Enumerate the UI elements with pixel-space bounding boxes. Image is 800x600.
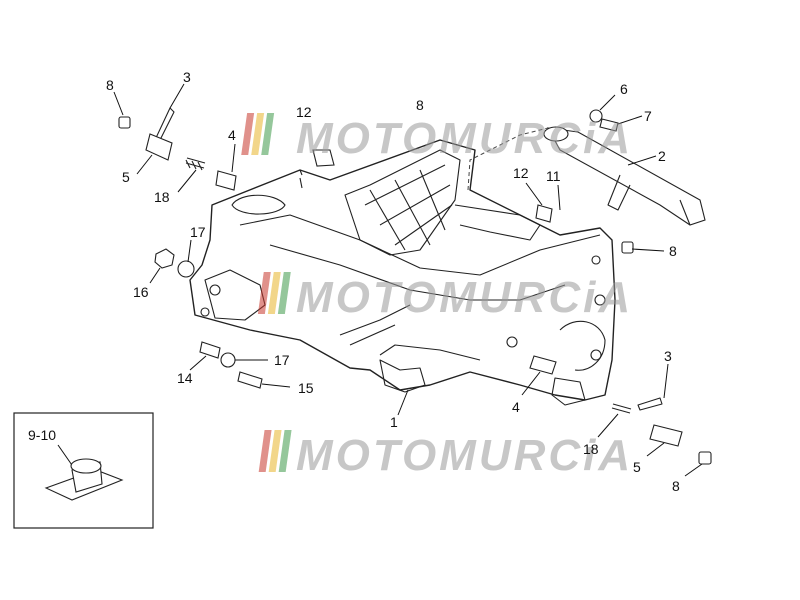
watermark-stripe-green: [277, 272, 291, 314]
label-18-right: 18: [583, 441, 599, 457]
label-18-left: 18: [154, 189, 170, 205]
label-15: 15: [298, 380, 314, 396]
label-17-lower: 17: [274, 352, 290, 368]
label-16: 16: [133, 284, 149, 300]
label-8-top: 8: [416, 97, 424, 113]
watermark-stripe-red: [257, 272, 271, 314]
alignment-guide: [467, 127, 549, 191]
label-8-bottom-right: 8: [672, 478, 680, 494]
label-9-10: 9-10: [28, 427, 56, 443]
label-6: 6: [620, 81, 628, 97]
label-1: 1: [390, 414, 398, 430]
leader-lines: [113, 83, 703, 477]
watermark-text: MOTOMURCiA: [296, 114, 633, 163]
watermark-stripe-red: [241, 113, 255, 155]
part-labels: 8 3 4 5 18 12 8 6 7 2 12 11 17 16 8 17 1…: [28, 69, 680, 494]
label-7: 7: [644, 108, 652, 124]
label-4-left: 4: [228, 127, 236, 143]
label-3-right: 3: [664, 348, 672, 364]
label-17-upper: 17: [190, 224, 206, 240]
watermark-top: MOTOMURCiA: [241, 113, 633, 163]
watermark-stripe-yellow: [251, 113, 265, 155]
label-8-top-left: 8: [106, 77, 114, 93]
label-2: 2: [658, 148, 666, 164]
subframe-rail: [543, 126, 706, 226]
watermark-stripe-green: [261, 113, 275, 155]
watermark-middle: MOTOMURCiA: [257, 272, 633, 322]
watermark-text: MOTOMURCiA: [296, 273, 633, 322]
label-14: 14: [177, 370, 193, 386]
label-8-right: 8: [669, 243, 677, 259]
watermark-stripe-red: [258, 430, 272, 472]
label-12-right: 12: [513, 165, 529, 181]
label-11: 11: [546, 168, 561, 184]
hardware-parts: [118, 107, 712, 465]
watermark-stripe-yellow: [267, 272, 281, 314]
watermark-text: MOTOMURCiA: [296, 431, 633, 480]
watermark-bottom: MOTOMURCiA: [258, 430, 633, 480]
label-3-left: 3: [183, 69, 191, 85]
watermark-stripe-green: [278, 430, 292, 472]
label-4-right: 4: [512, 399, 520, 415]
label-5-right: 5: [633, 459, 641, 475]
label-12-top: 12: [296, 104, 312, 120]
inset-box: [13, 412, 154, 529]
label-5-left: 5: [122, 169, 130, 185]
watermark-stripe-yellow: [268, 430, 282, 472]
